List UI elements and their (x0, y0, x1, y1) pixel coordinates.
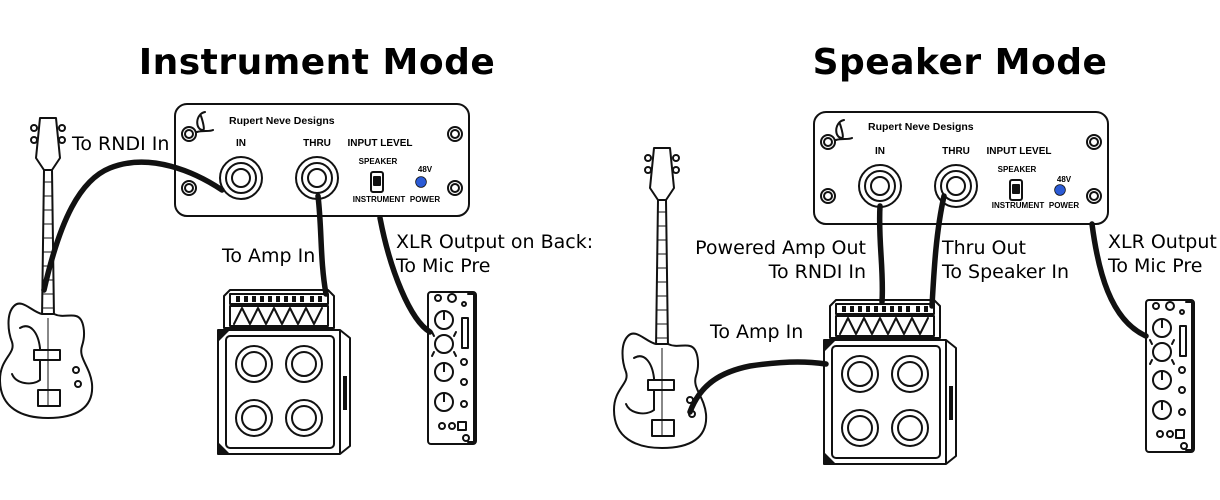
label-thru-line1: Thru Out (941, 237, 1026, 259)
di-power-label-right: POWER (1049, 201, 1079, 210)
cable-bass-to-amp-right (687, 359, 829, 415)
mic-preamp-left (427, 291, 477, 445)
cable-amp-out-to-rndi-right (876, 203, 886, 305)
cable-thru-to-speaker-right (929, 193, 947, 309)
bass-guitar-left (0, 117, 94, 419)
di-in-label-left: IN (236, 138, 246, 149)
di-brand-right: Rupert Neve Designs (868, 121, 974, 133)
label-xlr-line2-left: To Mic Pre (395, 255, 490, 277)
di-instrument-label-left: INSTRUMENT (353, 195, 406, 204)
di-power-label-left: POWER (410, 195, 440, 204)
label-powered-amp-line1: Powered Amp Out (695, 237, 866, 259)
label-thru-line2: To Speaker In (941, 261, 1069, 283)
label-to-rndi-in-left: To RNDI In (71, 133, 169, 155)
label-to-amp-in-right: To Amp In (709, 321, 803, 343)
speaker-mode-title: Speaker Mode (813, 42, 1108, 83)
cable-xlr-to-mic-right (1089, 221, 1149, 339)
label-powered-amp-line2: To RNDI In (768, 261, 866, 283)
instrument-mode-panel: Instrument Mode Rupert Neve Designs IN T… (0, 42, 593, 455)
di-48v-label-left: 48V (418, 165, 433, 174)
label-xlr-line1-right: XLR Output (1108, 231, 1217, 253)
power-led-right (1055, 185, 1065, 195)
label-to-amp-in-left: To Amp In (221, 245, 315, 267)
cable-thru-to-amp-left (315, 193, 329, 297)
di-48v-label-right: 48V (1057, 175, 1072, 184)
label-xlr-line2-right: To Mic Pre (1107, 255, 1202, 277)
cable-xlr-to-mic-left (377, 215, 433, 335)
di-input-level-right: INPUT LEVEL (986, 146, 1051, 157)
cable-bass-to-rndi-left (41, 159, 225, 293)
di-input-level-left: INPUT LEVEL (347, 138, 412, 149)
instrument-mode-title: Instrument Mode (139, 42, 496, 83)
speaker-mode-panel: Speaker Mode Rupert Neve Designs IN THRU… (613, 42, 1217, 465)
power-led-left (416, 177, 426, 187)
amp-stack-left (217, 289, 351, 455)
di-speaker-label-left: SPEAKER (359, 157, 398, 166)
di-in-label-right: IN (875, 146, 885, 157)
di-thru-label-left: THRU (303, 138, 331, 149)
di-speaker-label-right: SPEAKER (998, 165, 1037, 174)
amp-stack-right (823, 299, 957, 465)
di-instrument-label-right: INSTRUMENT (992, 201, 1045, 210)
di-thru-label-right: THRU (942, 146, 970, 157)
mic-preamp-right (1145, 299, 1195, 453)
label-xlr-line1-left: XLR Output on Back: (396, 231, 593, 253)
di-brand-left: Rupert Neve Designs (229, 115, 335, 127)
